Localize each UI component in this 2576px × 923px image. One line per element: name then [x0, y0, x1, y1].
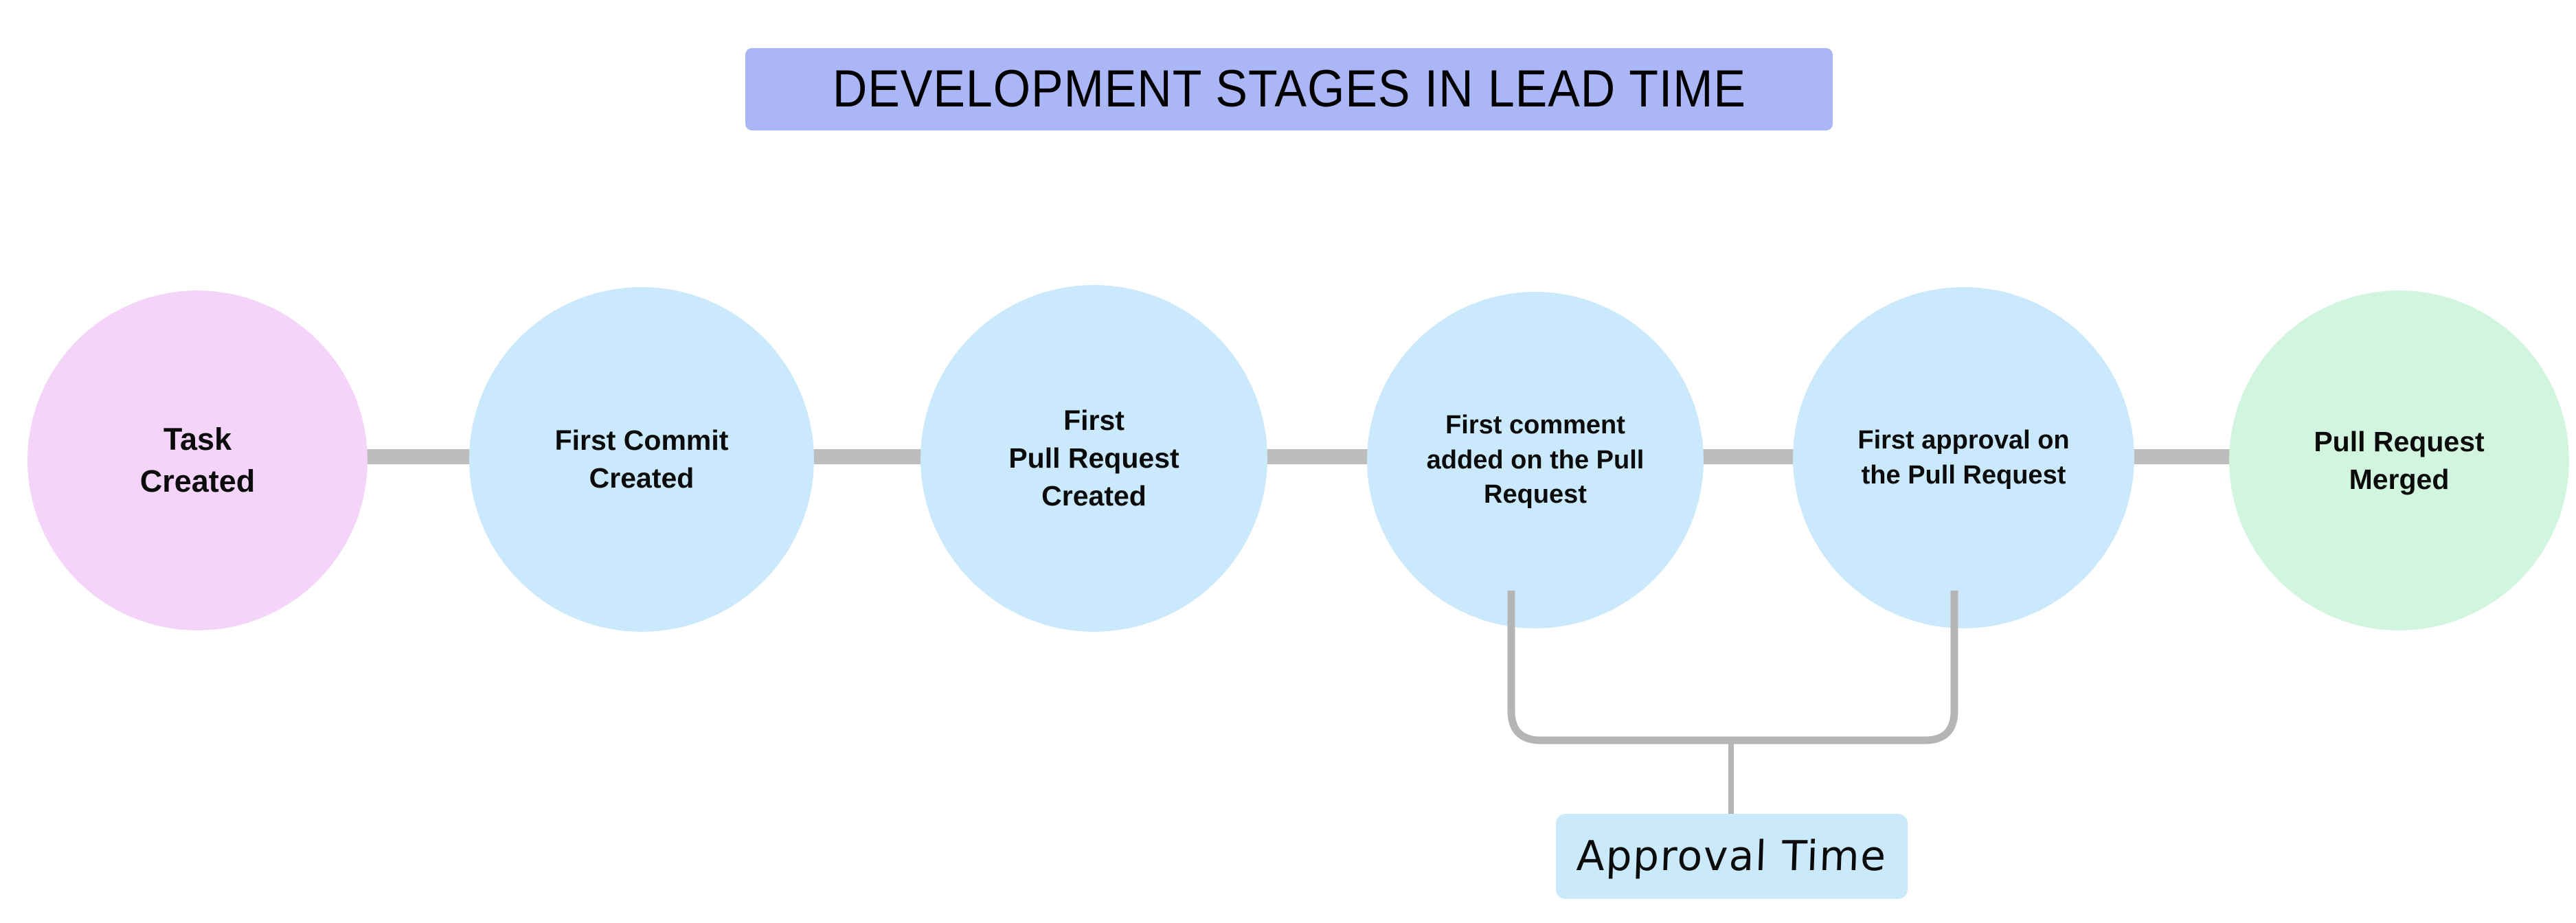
connector-task-to-commit: [357, 449, 477, 464]
approval-time-callout[interactable]: Approval Time: [1556, 814, 1908, 899]
connector-approval-to-merged: [2123, 449, 2239, 464]
diagram-title-banner: DEVELOPMENT STAGES IN LEAD TIME: [745, 48, 1833, 130]
stage-node-first-commit-created[interactable]: First Commit Created: [469, 287, 814, 632]
approval-time-bracket: [1507, 591, 1958, 814]
stage-node-first-approval[interactable]: First approval on the Pull Request: [1793, 287, 2134, 628]
connector-commit-to-pr: [804, 449, 931, 464]
page-title: DEVELOPMENT STAGES IN LEAD TIME: [832, 60, 1746, 118]
stage-label-first-approval: First approval on the Pull Request: [1857, 425, 2070, 490]
stage-label-first-commit-created: First Commit Created: [554, 424, 729, 494]
stage-node-task-created[interactable]: Task Created: [27, 290, 368, 630]
stage-node-first-pull-request-created[interactable]: First Pull Request Created: [920, 285, 1267, 632]
stage-label-pull-request-merged: Pull Request Merged: [2314, 425, 2485, 495]
stage-label-first-comment-added: First comment added on the Pull Request: [1426, 410, 1645, 510]
connector-pr-to-comment: [1257, 449, 1377, 464]
stage-label-first-pull-request-created: First Pull Request Created: [1008, 404, 1179, 512]
connector-comment-to-approval: [1693, 449, 1803, 464]
stage-label-task-created: Task Created: [139, 422, 256, 499]
stage-node-first-comment-added[interactable]: First comment added on the Pull Request: [1367, 292, 1704, 628]
approval-time-label: Approval Time: [1575, 832, 1888, 880]
bracket-u-path: [1507, 591, 1958, 744]
stage-node-pull-request-merged[interactable]: Pull Request Merged: [2229, 290, 2569, 630]
